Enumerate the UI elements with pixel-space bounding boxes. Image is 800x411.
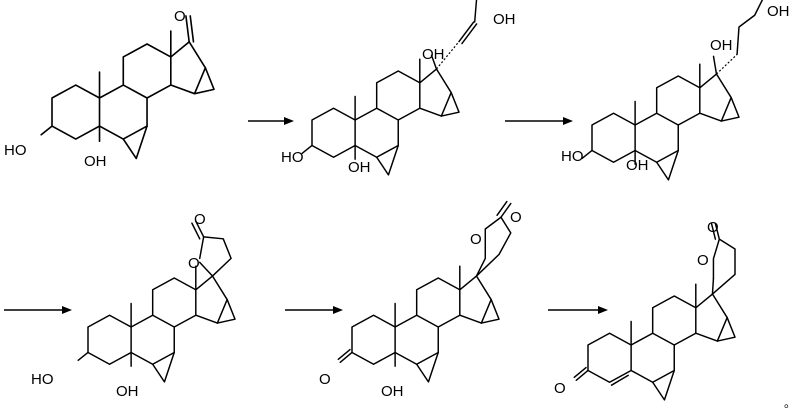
c4-carbonyl-o: O	[194, 211, 206, 228]
period-mark: 。	[784, 396, 796, 410]
reaction-arrow-2	[505, 117, 573, 125]
c3-terminal-hydroxyl: OH	[767, 3, 790, 20]
c1-5-hydroxyl: OH	[84, 153, 107, 170]
c6-3-ketone-o: O	[554, 380, 566, 397]
c3-3-hydroxyl: HO	[561, 148, 584, 165]
c3-5-hydroxyl: OH	[626, 157, 649, 174]
compound-1	[40, 15, 215, 160]
c1-3-hydroxyl: HO	[4, 142, 27, 159]
c2-terminal-hydroxyl: OH	[493, 11, 516, 28]
reaction-arrow-5	[548, 306, 608, 314]
reaction-arrow-3	[4, 306, 72, 314]
c2-3-hydroxyl: HO	[281, 149, 304, 166]
compound-6	[573, 222, 736, 401]
c4-5-hydroxyl: OH	[116, 383, 139, 400]
c2-5-hydroxyl: OH	[348, 159, 371, 176]
c4-ring-oxygen: O	[188, 255, 200, 272]
compound-3	[581, 0, 764, 181]
compound-5	[337, 200, 512, 383]
c2-17-hydroxyl: OH	[422, 46, 445, 63]
c5-ring-oxygen: O	[470, 231, 482, 248]
c6-carbonyl-o: O	[707, 219, 719, 236]
compound-4	[77, 220, 236, 383]
c1-ketone-o: O	[174, 8, 186, 25]
c5-carbonyl-o: O	[510, 209, 522, 226]
reaction-arrow-4	[285, 306, 343, 314]
c3-17-hydroxyl: OH	[710, 37, 733, 54]
compound-2	[301, 0, 478, 176]
c5-3-ketone-o: O	[319, 371, 331, 388]
c5-5-hydroxyl: OH	[381, 383, 404, 400]
c4-3-hydroxyl: HO	[31, 371, 54, 388]
reaction-arrow-1	[248, 117, 294, 125]
c6-ring-oxygen: O	[697, 252, 709, 269]
